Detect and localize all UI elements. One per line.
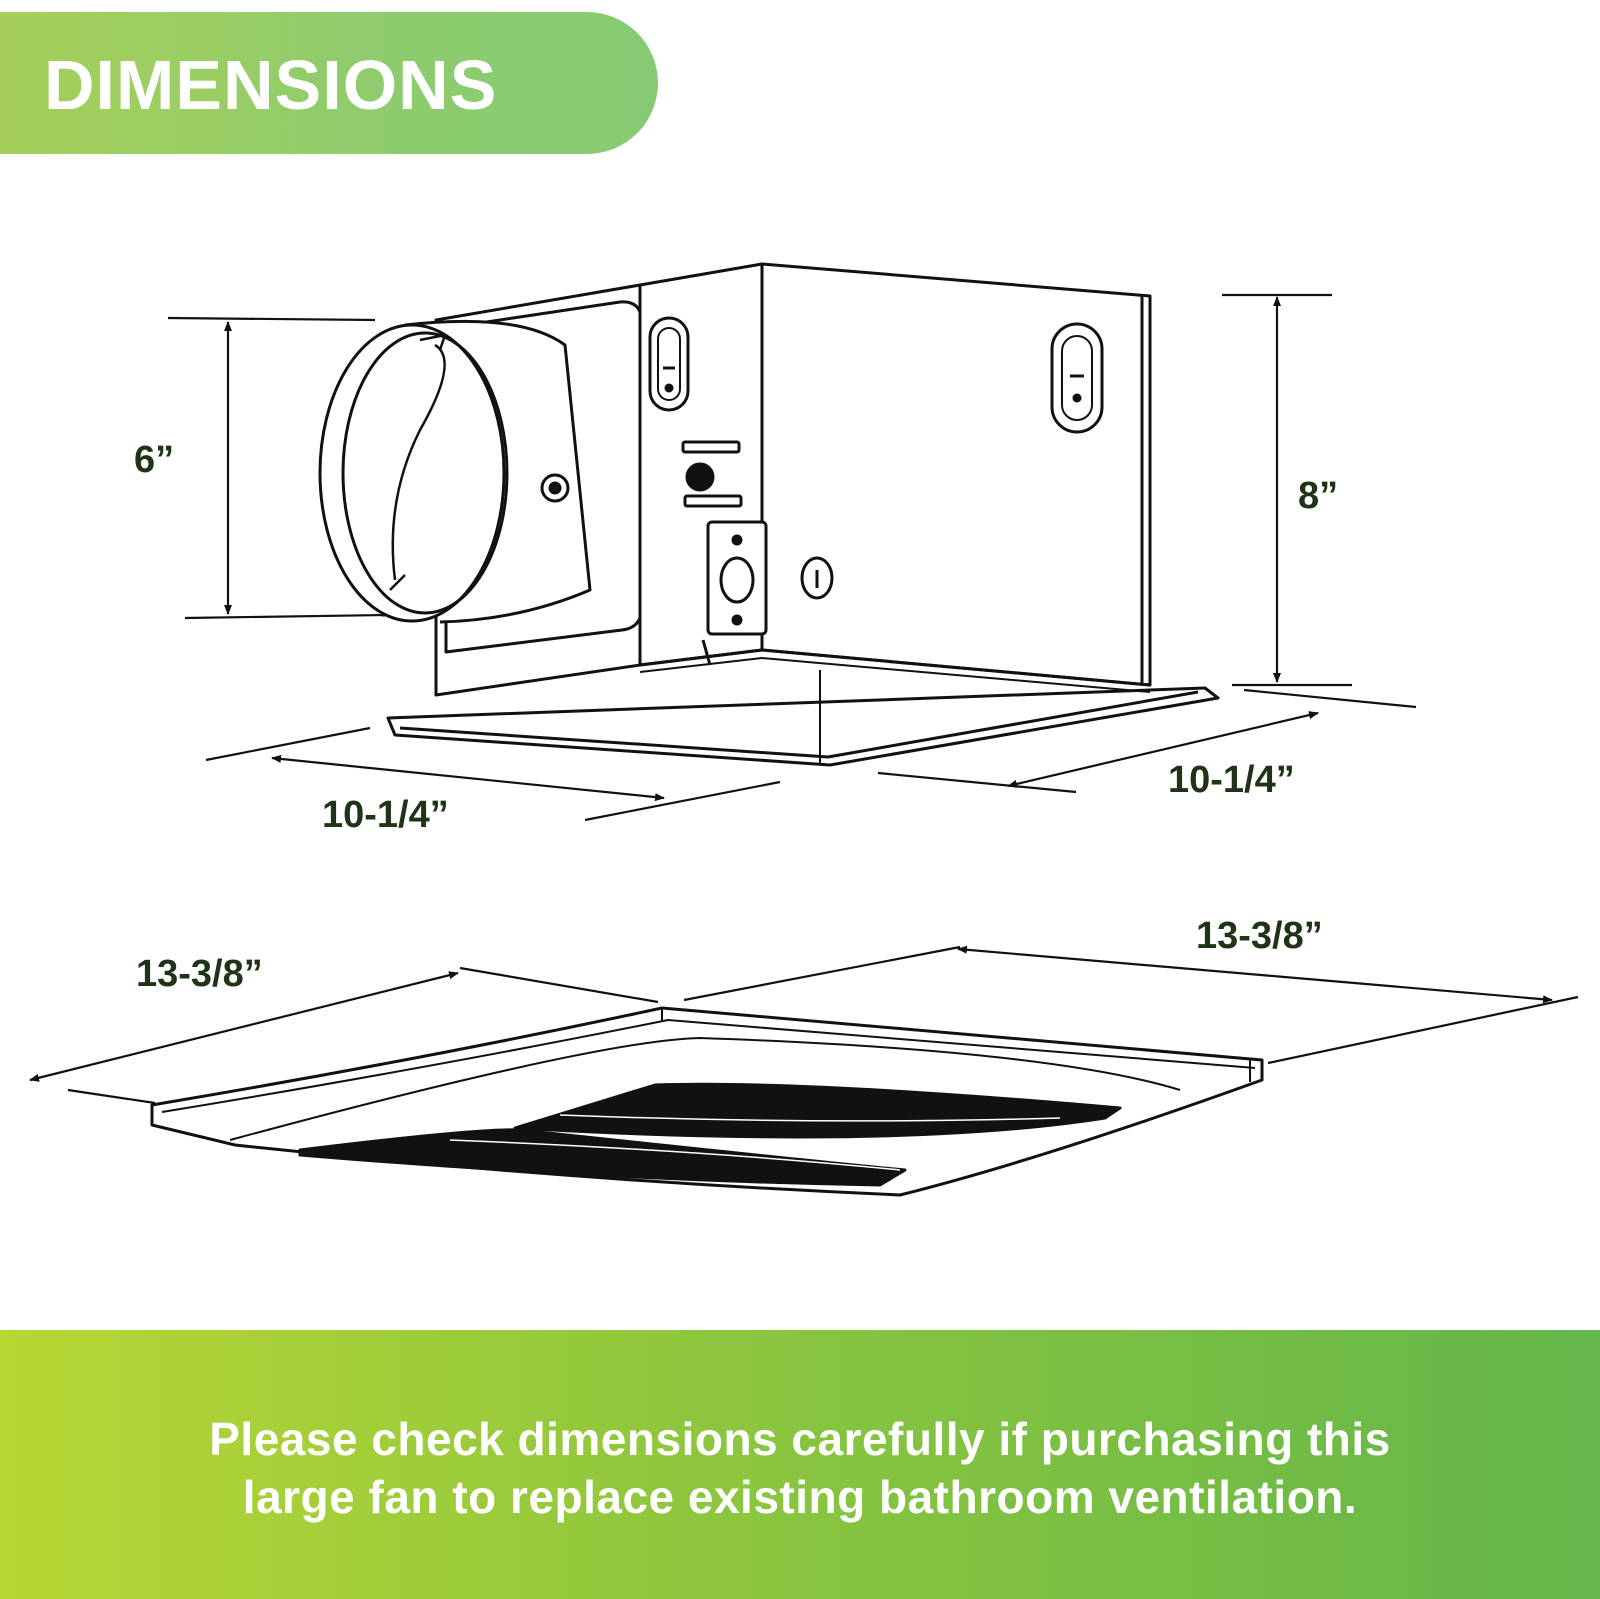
fan-dimension-diagram: 6” 8” 10-1/4” 10-1/4” 13-3/8” 13-3/8” — [29, 262, 1579, 1197]
grille-width-label: 13-3/8” — [136, 953, 263, 995]
housing-height-label: 8” — [1298, 475, 1338, 517]
fan-housing-drawing — [318, 262, 1220, 767]
housing-dimension-lines — [167, 293, 1417, 822]
footer-banner: Please check dimensions carefully if pur… — [0, 1330, 1600, 1599]
footer-line-2: large fan to replace existing bathroom v… — [242, 1471, 1358, 1523]
grille-drawing — [150, 1006, 1264, 1197]
housing-depth-label: 10-1/4” — [1168, 759, 1295, 801]
housing-width-label: 10-1/4” — [322, 794, 449, 836]
footer-note: Please check dimensions carefully if pur… — [0, 1410, 1600, 1526]
grille-dimension-lines — [29, 945, 1579, 1105]
page-title: DIMENSIONS — [44, 46, 498, 124]
grille-depth-label: 13-3/8” — [1196, 915, 1323, 957]
title-banner: DIMENSIONS — [0, 12, 658, 154]
footer-line-1: Please check dimensions carefully if pur… — [209, 1413, 1391, 1465]
inlet-diameter-label: 6” — [134, 439, 174, 481]
